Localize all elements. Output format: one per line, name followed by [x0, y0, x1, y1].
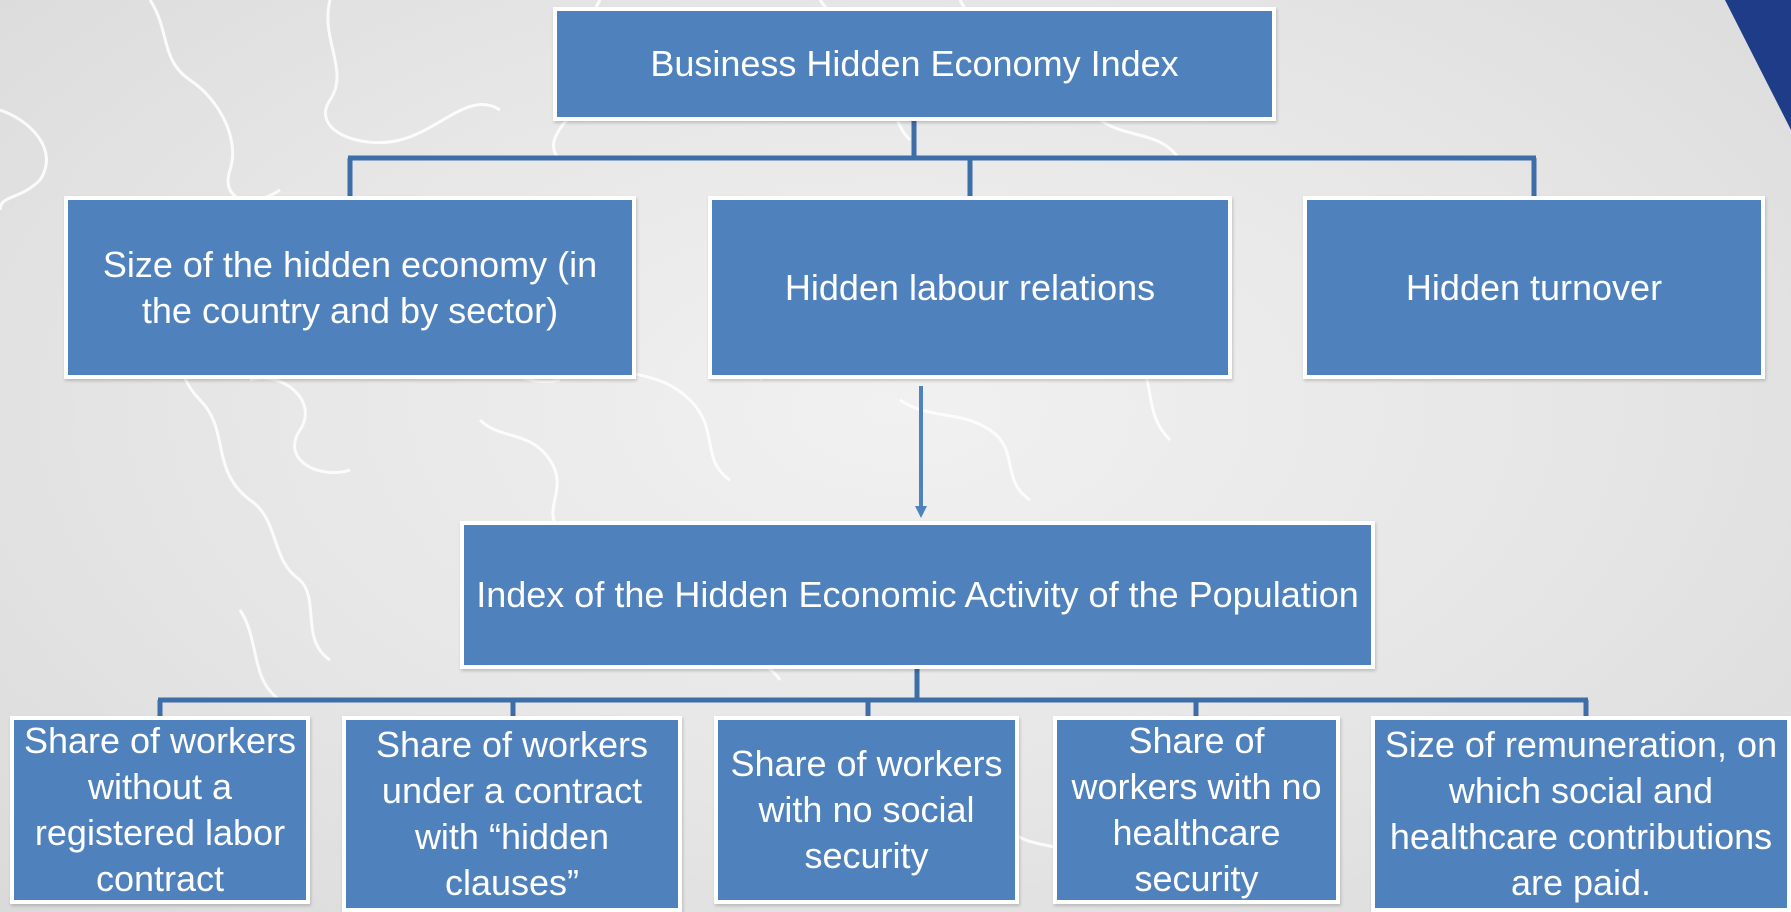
box-share-without-contract: Share of workers without a registered la…	[10, 716, 310, 904]
box-share-hidden-clauses: Share of workers under a contract with “…	[342, 716, 682, 912]
box-share-no-healthcare-security-label: Share of workers with no healthcare secu…	[1071, 720, 1322, 899]
box-size-of-remuneration-label: Size of remuneration, on which social an…	[1384, 724, 1778, 903]
box-share-no-social-security-label: Share of workers with no social security	[730, 743, 1003, 876]
box-hidden-turnover: Hidden turnover	[1303, 196, 1765, 379]
box-share-no-healthcare-security: Share of workers with no healthcare secu…	[1053, 716, 1340, 904]
box-size-of-remuneration: Size of remuneration, on which social an…	[1371, 716, 1791, 912]
root-box-label: Business Hidden Economy Index	[650, 43, 1179, 84]
box-hidden-economic-activity-index: Index of the Hidden Economic Activity of…	[460, 521, 1375, 669]
box-size-of-hidden-economy-label: Size of the hidden economy (in the count…	[102, 243, 598, 331]
box-hidden-economic-activity-index-label: Index of the Hidden Economic Activity of…	[476, 574, 1359, 615]
box-hidden-labour-relations: Hidden labour relations	[708, 196, 1232, 379]
box-share-without-contract-label: Share of workers without a registered la…	[23, 720, 297, 899]
box-share-hidden-clauses-label: Share of workers under a contract with “…	[375, 724, 649, 903]
box-hidden-turnover-label: Hidden turnover	[1405, 266, 1663, 308]
root-box-business-hidden-economy-index: Business Hidden Economy Index	[553, 7, 1276, 121]
box-hidden-labour-relations-label: Hidden labour relations	[784, 266, 1156, 308]
box-share-no-social-security: Share of workers with no social security	[714, 716, 1019, 904]
box-size-of-hidden-economy: Size of the hidden economy (in the count…	[64, 196, 636, 379]
